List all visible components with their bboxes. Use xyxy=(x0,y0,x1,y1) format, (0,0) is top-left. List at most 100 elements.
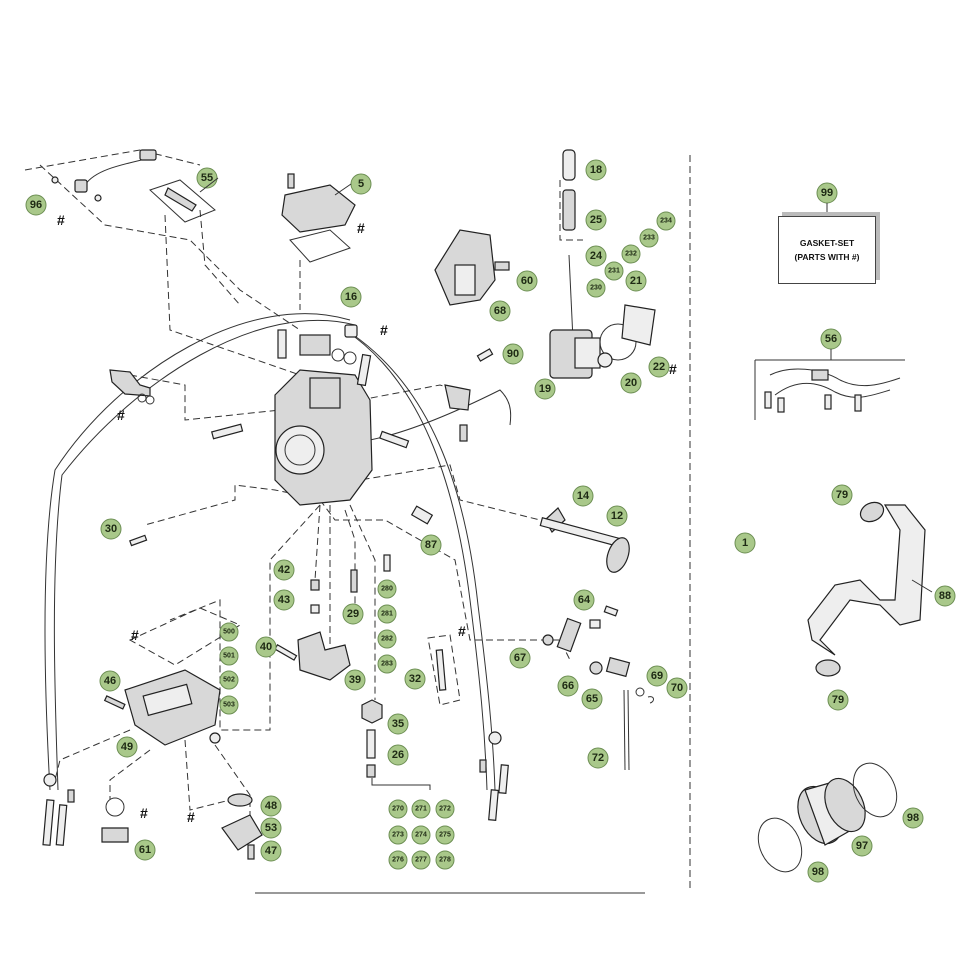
badge-26: 26 xyxy=(387,744,409,766)
svg-text:272: 272 xyxy=(439,806,451,813)
leader-96 xyxy=(164,214,301,376)
svg-text:43: 43 xyxy=(278,594,290,606)
badge-69: 69 xyxy=(646,665,668,687)
leader-badge-55 xyxy=(199,177,219,193)
svg-text:16: 16 xyxy=(345,291,357,303)
lever-64 xyxy=(556,617,582,653)
hash-mark-pump: # xyxy=(187,809,195,825)
pin-30 xyxy=(129,534,148,547)
leader-badge-88 xyxy=(911,579,933,593)
rod-72-edge xyxy=(627,689,630,771)
needle-holder-25 xyxy=(562,189,576,231)
bowl-drain xyxy=(209,732,221,744)
harness-56-pin-2 xyxy=(777,397,785,413)
cable-screw-left xyxy=(67,789,75,803)
svg-text:60: 60 xyxy=(521,275,533,287)
oring-drain xyxy=(105,797,125,817)
svg-text:19: 19 xyxy=(539,383,551,395)
carburetor-bore xyxy=(275,425,325,475)
jet-29 xyxy=(350,569,358,593)
leader-29 xyxy=(344,509,356,610)
hash-mark-fitting: # xyxy=(117,407,125,423)
svg-text:87: 87 xyxy=(425,539,437,551)
badge-1: 1 xyxy=(734,532,756,554)
badge-96: 96 xyxy=(25,194,47,216)
harness-56-pin-1 xyxy=(764,391,772,409)
pump-cover xyxy=(574,337,601,369)
badge-21: 21 xyxy=(625,270,647,292)
jet-32 xyxy=(435,649,447,691)
badge-24: 24 xyxy=(585,245,607,267)
pump-washer-20 xyxy=(597,352,613,368)
badge-90: 90 xyxy=(502,343,524,365)
bracket-65 xyxy=(605,656,631,678)
svg-text:502: 502 xyxy=(223,677,235,684)
badge-35: 35 xyxy=(387,713,409,735)
svg-text:12: 12 xyxy=(611,510,623,522)
jet-43 xyxy=(310,604,320,614)
svg-text:282: 282 xyxy=(381,636,393,643)
svg-text:5: 5 xyxy=(358,178,364,190)
badge-502: 502 xyxy=(219,670,239,690)
svg-text:277: 277 xyxy=(415,857,427,864)
needle-jet-26 xyxy=(366,729,376,759)
svg-text:35: 35 xyxy=(392,718,404,730)
badge-22: 22 xyxy=(648,356,670,378)
leader-sensor xyxy=(39,164,301,331)
leader-badge-5 xyxy=(334,183,352,196)
float-pin-40 xyxy=(274,643,298,661)
leader-lower-right xyxy=(319,499,571,661)
badge-72: 72 xyxy=(587,747,609,769)
badge-501: 501 xyxy=(219,646,239,666)
svg-text:99: 99 xyxy=(821,187,833,199)
sensor-screw xyxy=(494,261,510,271)
spring-90 xyxy=(476,348,494,362)
hot-start-screw xyxy=(459,424,468,442)
lever-screw xyxy=(603,605,619,617)
badge-55: 55 xyxy=(196,167,218,189)
hash-mark-96: # xyxy=(57,212,65,228)
badge-61: 61 xyxy=(134,839,156,861)
screw-55-tray xyxy=(149,179,216,223)
badge-43: 43 xyxy=(273,589,295,611)
svg-text:98: 98 xyxy=(907,812,919,824)
hash-mark-drain-oring: # xyxy=(140,805,148,821)
harness-56-connector xyxy=(811,369,829,381)
float-bowl-gasket xyxy=(128,607,242,666)
jet-42 xyxy=(310,579,320,591)
badge-87: 87 xyxy=(420,534,442,556)
hot-start-plunger-housing xyxy=(444,384,471,411)
badge-66: 66 xyxy=(557,675,579,697)
cable-holder xyxy=(344,324,358,338)
jet-needle xyxy=(568,254,574,341)
badge-79-bottom: 79 xyxy=(827,689,849,711)
pump-cover-22 xyxy=(621,304,656,346)
svg-text:501: 501 xyxy=(223,653,235,660)
svg-text:232: 232 xyxy=(625,251,637,258)
linkage-shaft xyxy=(356,353,372,387)
svg-text:56: 56 xyxy=(825,333,837,345)
leader-48 xyxy=(184,739,231,811)
leader-float-bowl xyxy=(169,504,321,731)
harness-56-pin-3 xyxy=(824,394,832,410)
hash-mark-bowl-gasket: # xyxy=(131,627,139,643)
svg-text:231: 231 xyxy=(608,268,620,275)
badge-40: 40 xyxy=(255,636,277,658)
svg-text:230: 230 xyxy=(590,285,602,292)
badge-39: 39 xyxy=(344,669,366,691)
leader-61 xyxy=(109,749,151,800)
gasket-set-subtitle: (PARTS WITH #) xyxy=(794,252,860,262)
cable-end-left-1 xyxy=(42,799,55,846)
svg-text:69: 69 xyxy=(651,670,663,682)
badge-98-right: 98 xyxy=(902,807,924,829)
gasket-set-title: GASKET-SET xyxy=(799,238,855,248)
badge-232: 232 xyxy=(621,244,641,264)
svg-text:30: 30 xyxy=(105,523,117,535)
svg-text:1: 1 xyxy=(742,537,748,549)
linkage-pin xyxy=(277,329,287,359)
badge-272: 272 xyxy=(435,799,455,819)
svg-text:64: 64 xyxy=(578,594,591,606)
top-cover-gasket xyxy=(289,229,351,263)
badge-32: 32 xyxy=(404,668,426,690)
